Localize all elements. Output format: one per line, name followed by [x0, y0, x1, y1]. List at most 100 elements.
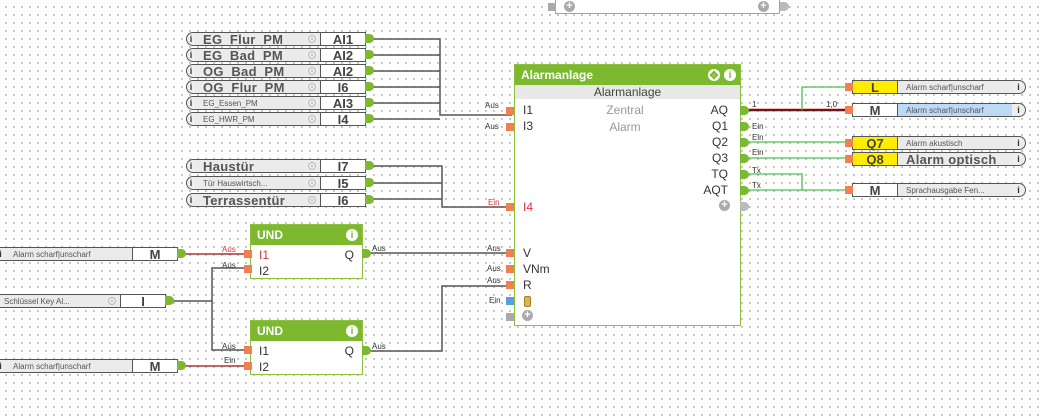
- info-icon[interactable]: i: [186, 159, 195, 173]
- and-block-2[interactable]: UND i I1 I2 Q: [250, 320, 363, 375]
- info-icon[interactable]: i: [346, 229, 358, 241]
- and1-port-i1[interactable]: [244, 250, 252, 258]
- input-output-port[interactable]: [365, 82, 374, 91]
- port-vnm[interactable]: [506, 265, 514, 273]
- and-block-1-header[interactable]: UND i: [251, 225, 362, 245]
- info-icon[interactable]: i: [1012, 152, 1026, 166]
- and-block-2-header[interactable]: UND i: [251, 321, 362, 341]
- gear-icon[interactable]: [308, 67, 316, 75]
- port-i1[interactable]: [506, 107, 514, 115]
- info-icon[interactable]: i: [186, 96, 195, 110]
- port-aq[interactable]: [740, 106, 749, 115]
- info-icon[interactable]: i: [186, 32, 195, 46]
- info-icon[interactable]: i: [0, 359, 5, 373]
- port-tq[interactable]: [740, 170, 749, 179]
- gear-icon[interactable]: [308, 35, 316, 43]
- and2-port-q[interactable]: [362, 346, 371, 355]
- port-add[interactable]: [506, 313, 514, 321]
- port-r[interactable]: [506, 281, 514, 289]
- input-output-port[interactable]: [365, 178, 374, 187]
- gear-icon[interactable]: [308, 99, 316, 107]
- port-add-out[interactable]: [740, 202, 749, 211]
- add-input-icon[interactable]: +: [522, 310, 533, 321]
- alarm-block-title: Alarmanlage: [521, 68, 594, 82]
- input-output-port[interactable]: [165, 296, 174, 305]
- info-icon[interactable]: i: [724, 69, 736, 81]
- port-i4[interactable]: [506, 203, 514, 211]
- add-output-icon[interactable]: +: [719, 200, 730, 211]
- input-output-port[interactable]: [177, 361, 186, 370]
- alarm-system-block[interactable]: Alarmanlage ✥ i Alarmanlage Zentral Alar…: [514, 64, 741, 326]
- output-name: Sprachausgabe Fen...: [898, 183, 1012, 197]
- input-output-port[interactable]: [177, 249, 186, 258]
- input-output-port[interactable]: [365, 114, 374, 123]
- left-input-block[interactable]: Schlüssel Key Al...I: [0, 294, 166, 309]
- input-output-port[interactable]: [365, 161, 374, 170]
- and1-port-i2[interactable]: [244, 265, 252, 273]
- input-output-port[interactable]: [365, 98, 374, 107]
- and2-port-i1[interactable]: [244, 346, 252, 354]
- port-q3[interactable]: [740, 154, 749, 163]
- info-icon[interactable]: i: [186, 193, 195, 207]
- gear-icon[interactable]: [308, 162, 316, 170]
- gear-icon[interactable]: [308, 51, 316, 59]
- top-block-input-port[interactable]: [548, 3, 556, 11]
- port-aqt[interactable]: [740, 186, 749, 195]
- info-icon[interactable]: i: [186, 80, 195, 94]
- input-output-port[interactable]: [365, 34, 374, 43]
- port-i3[interactable]: [506, 123, 514, 131]
- move-icon[interactable]: ✥: [708, 69, 720, 82]
- port-q1[interactable]: [740, 122, 749, 131]
- input-output-port[interactable]: [365, 195, 374, 204]
- info-icon[interactable]: i: [186, 48, 195, 62]
- gear-icon[interactable]: [308, 83, 316, 91]
- gear-icon[interactable]: [308, 179, 316, 187]
- info-icon[interactable]: i: [0, 247, 5, 261]
- port-v[interactable]: [506, 249, 514, 257]
- gear-icon[interactable]: [108, 297, 116, 305]
- input-output-port[interactable]: [365, 66, 374, 75]
- info-icon[interactable]: i: [346, 325, 358, 337]
- port-enable[interactable]: [506, 297, 514, 305]
- and-block-1[interactable]: UND i I1 I2 Q: [250, 224, 363, 279]
- info-icon[interactable]: i: [1012, 103, 1026, 117]
- output-input-port[interactable]: [845, 106, 853, 114]
- output-input-port[interactable]: [845, 83, 853, 91]
- info-icon[interactable]: i: [186, 176, 195, 190]
- output-input-port[interactable]: [845, 155, 853, 163]
- alarm-block-header[interactable]: Alarmanlage ✥ i: [515, 65, 740, 85]
- gear-icon[interactable]: [308, 196, 316, 204]
- info-icon[interactable]: i: [186, 112, 195, 126]
- output-input-port[interactable]: [845, 186, 853, 194]
- and1-port-q[interactable]: [362, 249, 371, 258]
- and2-port-i2[interactable]: [244, 362, 252, 370]
- info-icon[interactable]: i: [1012, 136, 1026, 150]
- port-q2[interactable]: [740, 138, 749, 147]
- top-partial-block[interactable]: + +: [555, 0, 780, 14]
- info-icon[interactable]: i: [1012, 80, 1026, 94]
- info-icon[interactable]: i: [186, 64, 195, 78]
- gear-icon[interactable]: [308, 115, 316, 123]
- add-output-icon[interactable]: +: [758, 1, 769, 12]
- output-input-port[interactable]: [845, 139, 853, 147]
- add-input-icon[interactable]: +: [564, 1, 575, 12]
- input-output-port[interactable]: [365, 50, 374, 59]
- top-block-output-port[interactable]: [780, 2, 789, 11]
- info-icon[interactable]: i: [1012, 183, 1026, 197]
